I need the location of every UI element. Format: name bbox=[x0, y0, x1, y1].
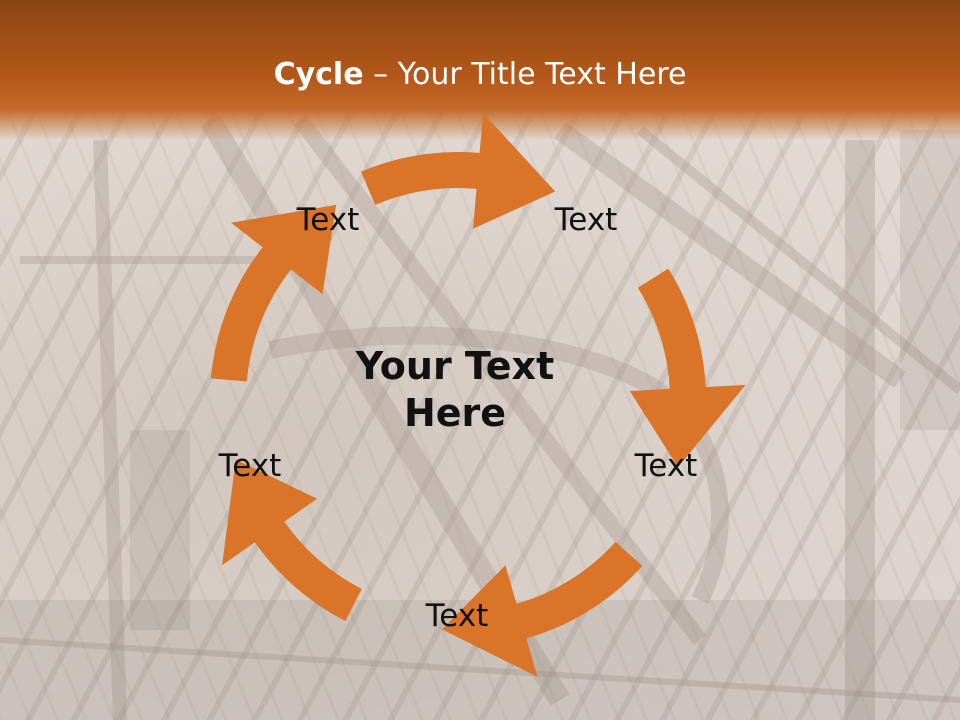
cycle-node-2-label: Text bbox=[554, 202, 618, 238]
slide-title: Cycle – Your Title Text Here bbox=[0, 55, 960, 95]
cycle-arrow-4 bbox=[222, 459, 362, 621]
cycle-arrow-1 bbox=[361, 113, 556, 229]
title-bar bbox=[0, 0, 960, 140]
cycle-arrow-3 bbox=[442, 541, 643, 677]
cycle-node-5-label: Text bbox=[218, 448, 282, 484]
title-bold: Cycle bbox=[273, 57, 364, 92]
title-rest: – Your Title Text Here bbox=[363, 57, 687, 92]
cycle-arrow-2 bbox=[629, 268, 746, 468]
center-text: Your Text Here bbox=[355, 344, 555, 435]
cycle-node-3-label: Text bbox=[634, 448, 698, 484]
cycle-node-4-label: Text bbox=[425, 598, 489, 634]
cycle-arrow-5 bbox=[210, 204, 337, 382]
cycle-node-1-label: Text bbox=[296, 202, 360, 238]
